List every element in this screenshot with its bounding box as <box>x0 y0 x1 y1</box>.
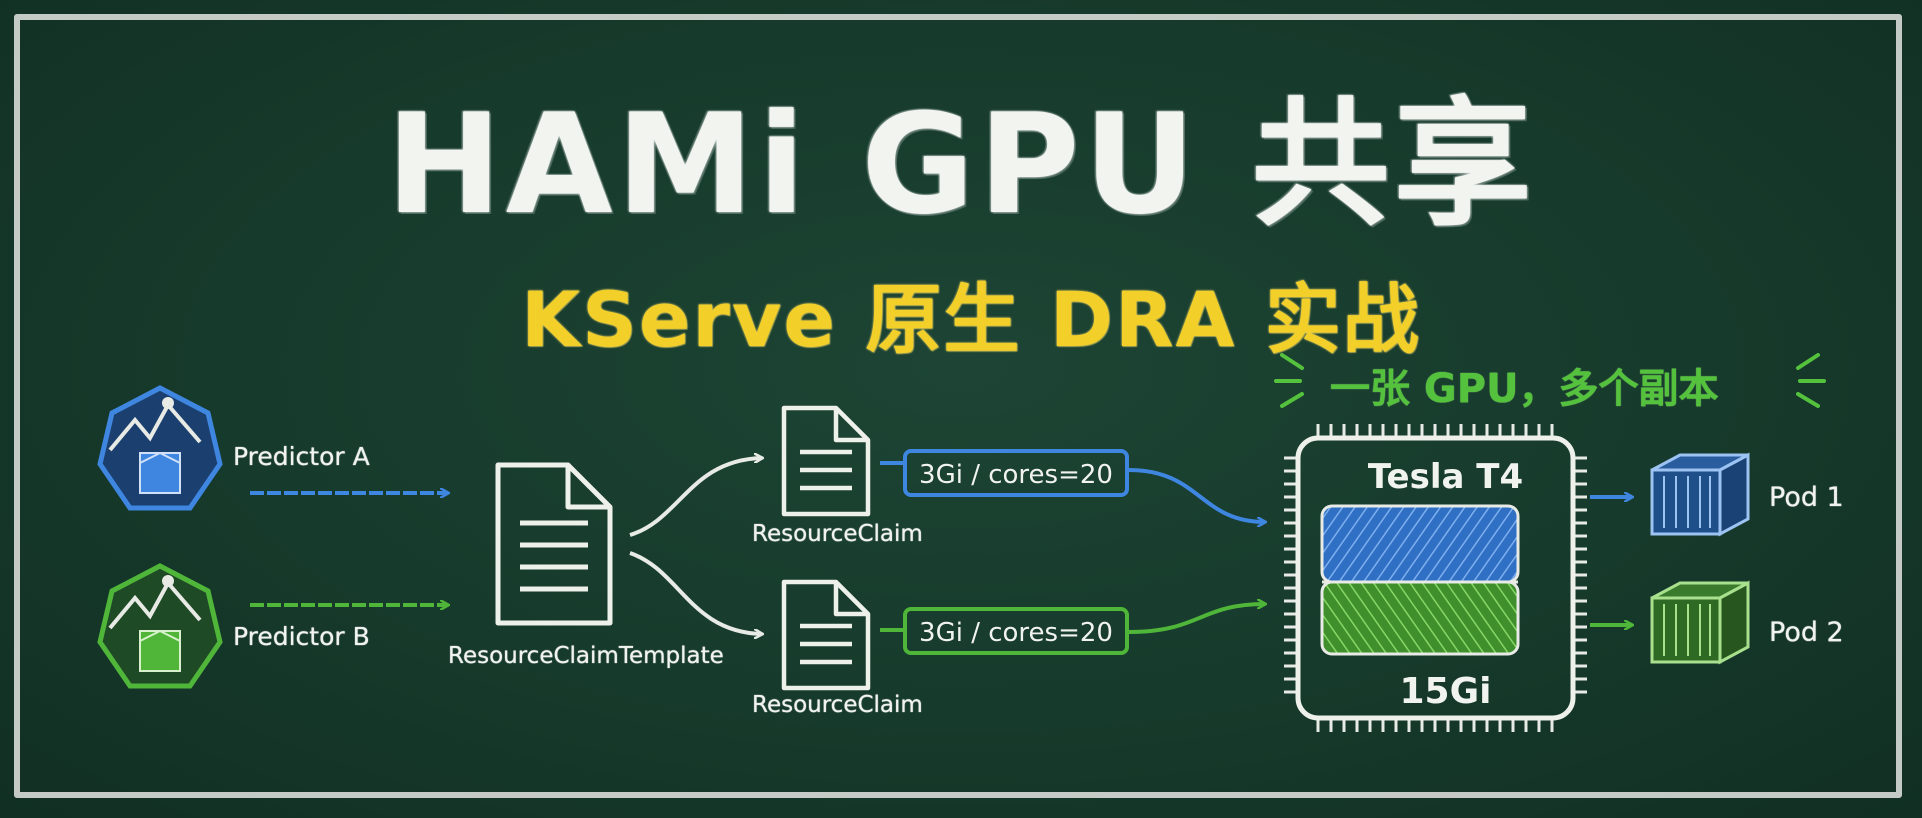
arrow-template-to-claim-a <box>629 458 762 537</box>
predictor-b-icon <box>97 563 223 689</box>
pod-2-label: Pod 2 <box>1769 617 1844 648</box>
gpu-memory-green-segment <box>1320 580 1520 656</box>
arrow-template-to-claim-b <box>629 551 762 634</box>
claim-a-allocation: 3Gi / cores=20 <box>903 449 1129 497</box>
pod-1-label: Pod 1 <box>1769 482 1844 513</box>
tagline: 一张 GPU，多个副本 <box>1330 366 1719 412</box>
gpu-name: Tesla T4 <box>1367 457 1524 497</box>
predictor-a-icon <box>97 385 223 511</box>
arrow-claim-a-to-gpu <box>1128 468 1265 522</box>
pod-2-container-icon <box>1650 580 1750 665</box>
claim-b-label: ResourceClaim <box>752 692 923 718</box>
claim-b-document-icon <box>781 579 871 691</box>
gpu-chip <box>1284 424 1587 732</box>
claim-a-label: ResourceClaim <box>752 521 923 547</box>
gpu-memory: 15Gi <box>1399 671 1492 712</box>
tagline-sparkles <box>1274 353 1826 408</box>
gpu-memory-blue-segment <box>1320 504 1520 584</box>
template-label: ResourceClaimTemplate <box>448 643 724 669</box>
template-document-icon <box>495 462 613 626</box>
pod-1-container-icon <box>1650 452 1750 537</box>
predictor-a-label: Predictor A <box>233 442 370 471</box>
claim-b-allocation: 3Gi / cores=20 <box>903 607 1129 655</box>
predictor-b-label: Predictor B <box>233 622 370 651</box>
arrow-claim-b-to-gpu <box>1128 604 1265 634</box>
chalkboard-frame <box>14 14 1902 798</box>
page-subtitle: KServe 原生 DRA 实战 <box>521 275 1421 364</box>
page-title: HAMi GPU 共享 <box>386 84 1536 245</box>
claim-a-document-icon <box>781 405 871 517</box>
